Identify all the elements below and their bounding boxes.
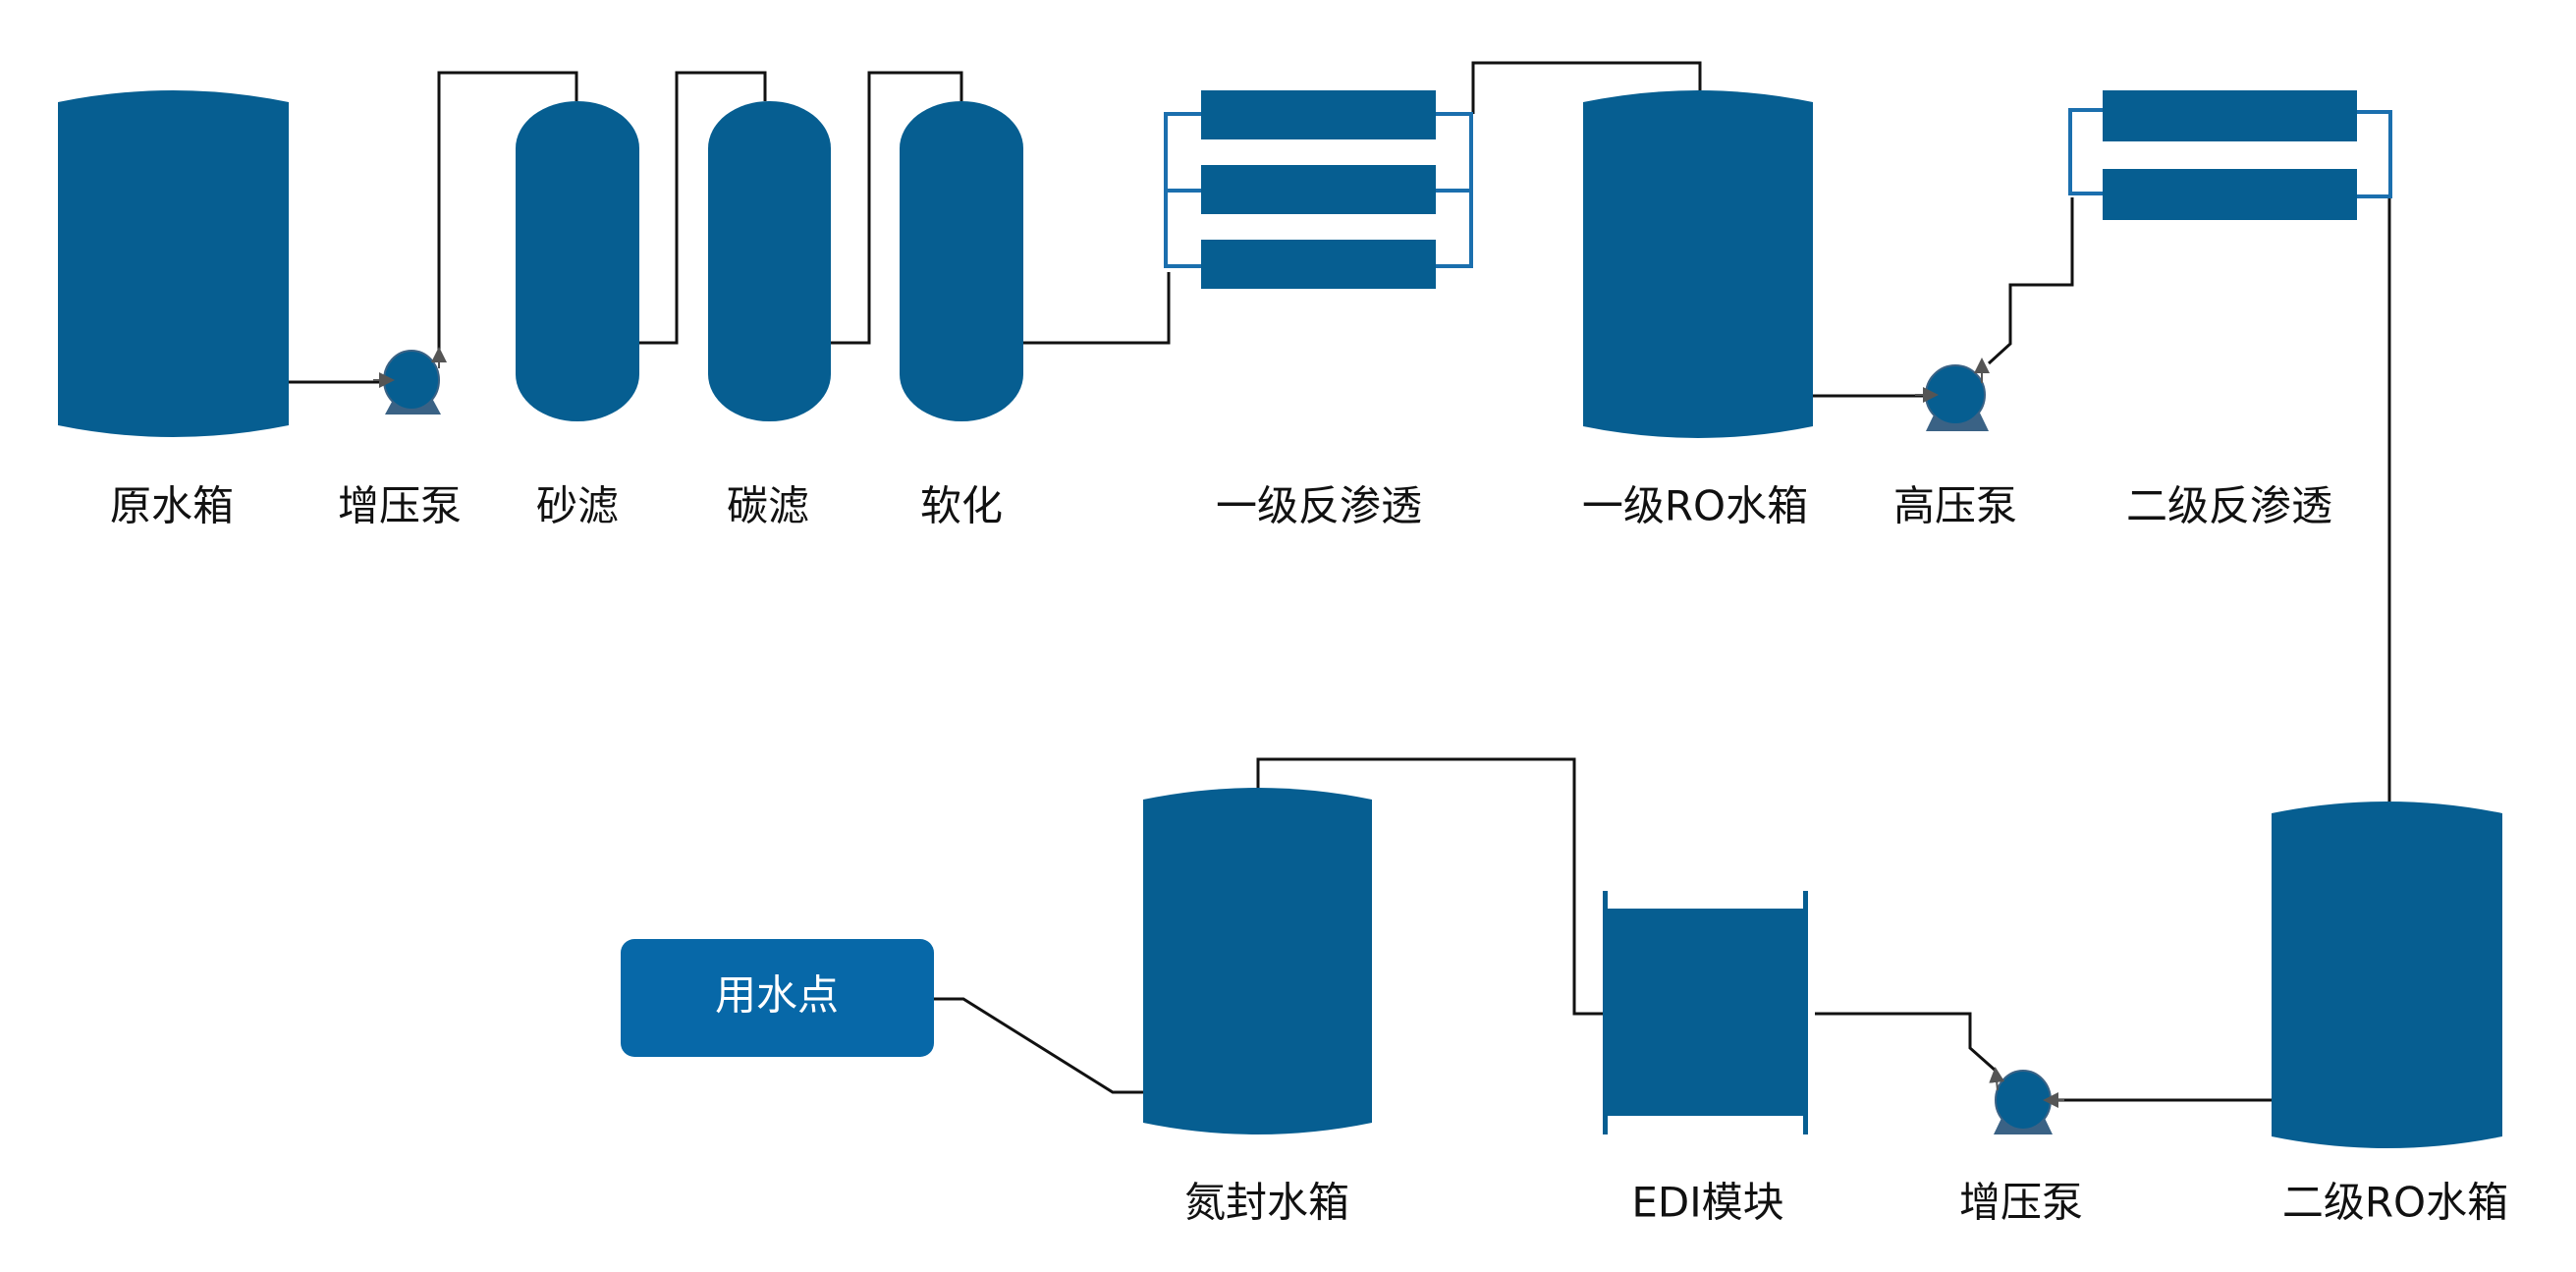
ro2-membrane-1 bbox=[2103, 90, 2357, 141]
nitrogen-sealed-tank bbox=[1143, 788, 1372, 1134]
label-softener: 软化 bbox=[920, 482, 1003, 530]
label-high-pressure-pump: 高压泵 bbox=[1893, 482, 2017, 530]
carbon-filter bbox=[708, 101, 831, 421]
ro-stage2-membranes bbox=[2068, 90, 2392, 220]
pipe-carbon-to-softener bbox=[831, 71, 963, 345]
pipe-nitrogen-tank-to-use-point bbox=[934, 997, 1143, 1094]
label-edi: EDI模块 bbox=[1631, 1179, 1783, 1227]
pipe-sand-to-carbon bbox=[639, 71, 767, 345]
label-ro-stage1: 一级反渗透 bbox=[1216, 482, 1422, 530]
ro1-membrane-2 bbox=[1201, 165, 1436, 214]
ro2-membrane-2 bbox=[2103, 169, 2357, 220]
pipe-softener-to-ro1 bbox=[1023, 272, 1171, 345]
pipe-edi-to-nitrogen-tank bbox=[1256, 757, 1603, 1016]
use-point-box bbox=[621, 939, 934, 1057]
label-booster-pump-2: 增压泵 bbox=[1959, 1179, 2083, 1227]
label-ro-stage2: 二级反渗透 bbox=[2126, 482, 2332, 530]
label-raw-tank: 原水箱 bbox=[110, 482, 234, 530]
ro1-membrane-3 bbox=[1201, 240, 1436, 289]
raw-water-tank bbox=[58, 90, 289, 437]
ro-tank-2 bbox=[2272, 802, 2502, 1148]
booster-pump-2-icon bbox=[1989, 1067, 2064, 1134]
ro1-membrane-1 bbox=[1201, 90, 1436, 139]
label-sand-filter: 砂滤 bbox=[536, 482, 619, 530]
label-booster-pump-1: 增压泵 bbox=[338, 482, 462, 530]
label-nitrogen-tank: 氮封水箱 bbox=[1184, 1179, 1349, 1227]
label-use-point: 用水点 bbox=[715, 971, 839, 1020]
edi-module bbox=[1603, 891, 1808, 1134]
booster-pump-1-icon bbox=[373, 347, 447, 415]
pipe-pump-to-sand bbox=[437, 71, 578, 351]
ro-stage1-membranes bbox=[1164, 90, 1473, 289]
sand-filter bbox=[516, 101, 639, 421]
softener bbox=[900, 101, 1023, 421]
pipe-hp-pump-to-ro2 bbox=[1987, 197, 2074, 365]
pipe-ro1-to-tank1 bbox=[1471, 61, 1702, 114]
label-ro-tank1: 一级RO水箱 bbox=[1582, 482, 1808, 530]
high-pressure-pump-icon bbox=[1915, 358, 1990, 431]
ro-tank-1 bbox=[1583, 90, 1813, 438]
pipe-pump-to-edi bbox=[1815, 1012, 1997, 1073]
label-carbon-filter: 碳滤 bbox=[727, 482, 809, 530]
label-ro-tank2: 二级RO水箱 bbox=[2282, 1179, 2508, 1227]
pipes bbox=[289, 61, 2391, 1102]
